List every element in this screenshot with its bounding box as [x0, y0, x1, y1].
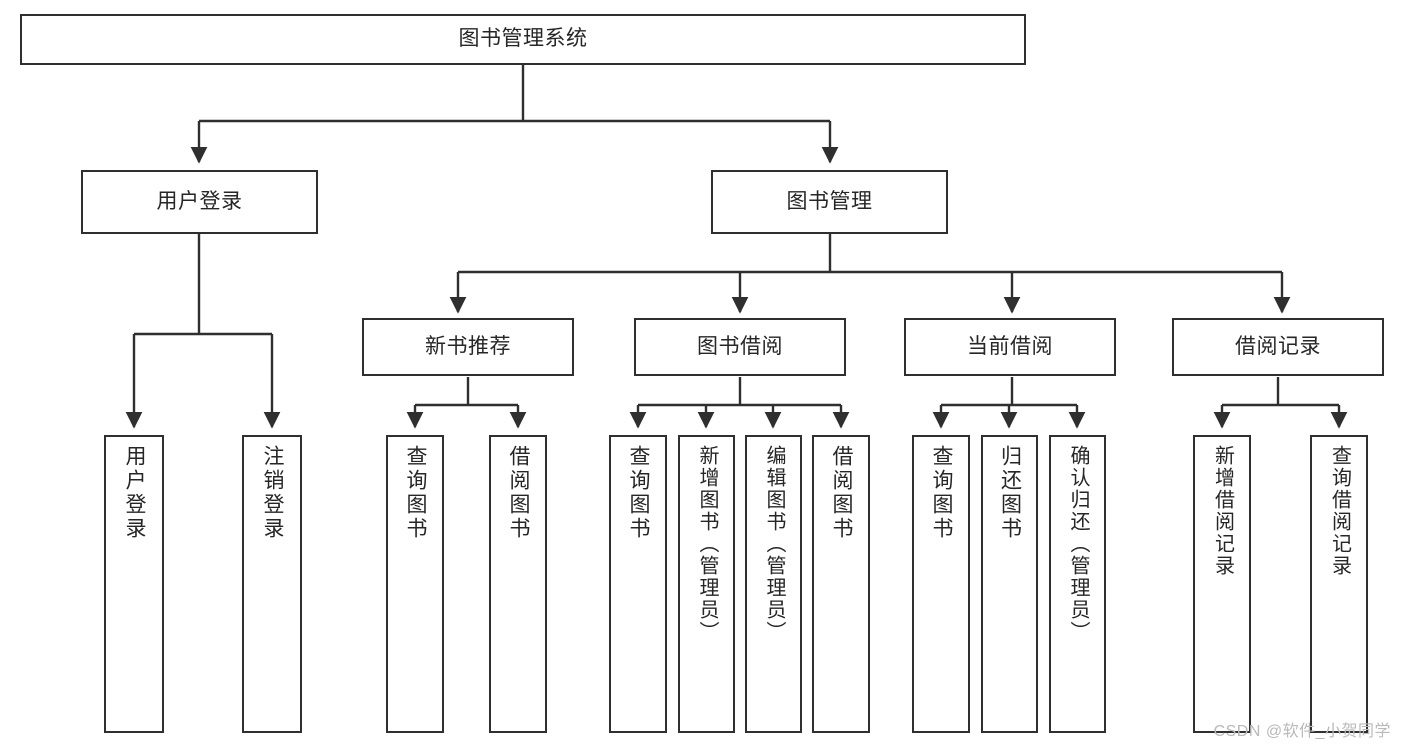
node-leaf-query-record-label: 查询借阅记录: [1328, 445, 1351, 577]
node-borrow-record[interactable]: 借阅记录: [1172, 318, 1384, 376]
node-root[interactable]: 图书管理系统: [20, 14, 1026, 65]
node-leaf-logout[interactable]: 注销登录: [242, 435, 302, 733]
node-leaf-user-login-label: 用户登录: [123, 445, 147, 541]
node-leaf-return-book[interactable]: 归还图书: [981, 435, 1038, 733]
node-leaf-add-book-label: 新增图书（管理员）: [696, 445, 718, 643]
node-leaf-edit-book[interactable]: 编辑图书（管理员）: [745, 435, 802, 733]
node-leaf-borrow-book-1-label: 借阅图书: [507, 445, 531, 541]
node-new-book-recommend[interactable]: 新书推荐: [362, 318, 574, 376]
node-leaf-borrow-book-2[interactable]: 借阅图书: [812, 435, 870, 733]
node-leaf-query-book-1-label: 查询图书: [404, 445, 428, 541]
node-leaf-query-book-3-label: 查询图书: [930, 445, 954, 541]
node-leaf-add-book[interactable]: 新增图书（管理员）: [678, 435, 735, 733]
node-book-management-label: 图书管理: [786, 189, 873, 213]
node-leaf-query-book-2[interactable]: 查询图书: [609, 435, 667, 733]
node-current-borrow[interactable]: 当前借阅: [904, 318, 1116, 376]
node-leaf-logout-label: 注销登录: [261, 445, 285, 541]
node-leaf-query-book-2-label: 查询图书: [627, 445, 651, 541]
node-root-label: 图书管理系统: [458, 27, 588, 51]
node-user-login[interactable]: 用户登录: [81, 170, 318, 234]
node-leaf-confirm-return-label: 确认归还（管理员）: [1067, 445, 1089, 643]
node-leaf-borrow-book-2-label: 借阅图书: [830, 445, 854, 541]
node-user-login-label: 用户登录: [156, 189, 243, 213]
node-book-borrow[interactable]: 图书借阅: [634, 318, 846, 376]
node-book-management[interactable]: 图书管理: [711, 170, 948, 234]
node-leaf-return-book-label: 归还图书: [998, 445, 1022, 541]
node-current-borrow-label: 当前借阅: [967, 334, 1053, 358]
node-book-borrow-label: 图书借阅: [697, 334, 783, 358]
node-leaf-query-record[interactable]: 查询借阅记录: [1310, 435, 1368, 733]
node-leaf-add-record-label: 新增借阅记录: [1211, 445, 1234, 577]
node-leaf-edit-book-label: 编辑图书（管理员）: [763, 445, 785, 643]
node-leaf-add-record[interactable]: 新增借阅记录: [1193, 435, 1251, 733]
node-leaf-borrow-book-1[interactable]: 借阅图书: [489, 435, 547, 733]
node-leaf-query-book-1[interactable]: 查询图书: [386, 435, 444, 733]
node-leaf-query-book-3[interactable]: 查询图书: [912, 435, 970, 733]
csdn-watermark: CSDN @软件_小贺同学: [1213, 723, 1391, 740]
node-leaf-confirm-return[interactable]: 确认归还（管理员）: [1049, 435, 1106, 733]
node-borrow-record-label: 借阅记录: [1235, 334, 1321, 358]
node-new-book-recommend-label: 新书推荐: [425, 334, 511, 358]
node-leaf-user-login[interactable]: 用户登录: [104, 435, 164, 733]
